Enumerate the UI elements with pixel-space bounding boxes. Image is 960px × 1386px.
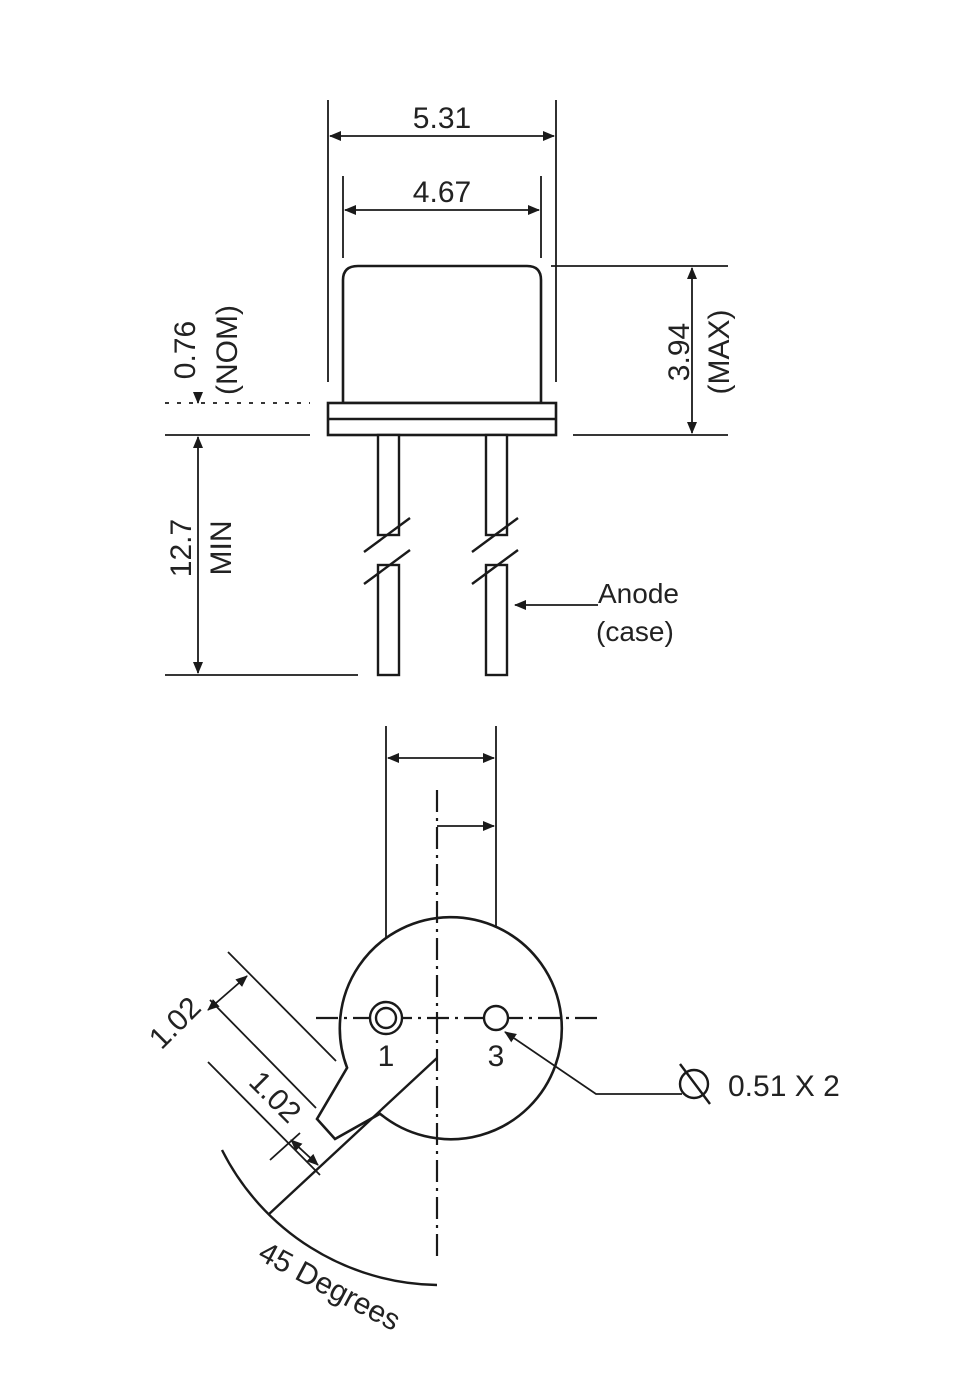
lead-left-break-2 [363,549,411,585]
angle-reference-line [267,1057,438,1216]
package-cap [341,264,543,405]
dim-lead-length: 12.7 [165,519,198,577]
dim-flange: 0.76 [169,321,202,379]
diameter-symbol-icon [678,1068,710,1100]
dim-line-tab-width [207,975,248,1011]
tab-angle-label: 45 Degrees [253,1236,405,1338]
lead-diameter-leader [504,1031,682,1095]
ext-line-tab-side [209,999,317,1109]
lead-right [471,433,519,677]
side-view: 5.31 4.67 3.94 (MAX) 0. [165,100,736,677]
dim-height: 3.94 [663,323,696,381]
dim-lead-qualifier: MIN [205,521,238,576]
ext-line-tab-length-lower [269,1132,301,1161]
lead-left-lower [376,563,401,677]
dim-cap-width: 4.67 [413,176,471,209]
bottom-view: 1 3 0.51 X 2 1.02 1.02 45 Degrees [143,726,840,1338]
dim-line-tab-length [290,1139,319,1166]
lead-left [363,433,411,677]
pin-1-label: 1 [378,1040,395,1073]
lead-right-break-2 [471,549,519,585]
dim-flange-qualifier: (NOM) [211,305,244,395]
lead-right-break-1 [471,517,519,553]
pin-3-label: 3 [488,1040,505,1073]
lead-right-lower [484,563,509,677]
lead-right-upper [484,433,509,537]
tab-length-label: 1.02 [242,1065,307,1130]
pin-1-inner [374,1006,398,1030]
tab-width-label: 1.02 [143,991,208,1056]
angle-arc [220,1149,438,1287]
lead-diameter-label: 0.51 X 2 [728,1070,840,1103]
lead-left-break-1 [363,517,411,553]
lead-left-upper [376,433,401,537]
anode-sublabel: (case) [596,616,674,647]
diameter-symbol-slash [679,1063,711,1105]
anode-label: Anode [598,578,679,609]
package-base-outline [315,915,564,1141]
ext-line-tab-top [227,951,337,1062]
dim-overall-width: 5.31 [413,102,471,135]
dim-height-qualifier: (MAX) [703,310,736,395]
pin-3 [482,1004,510,1032]
